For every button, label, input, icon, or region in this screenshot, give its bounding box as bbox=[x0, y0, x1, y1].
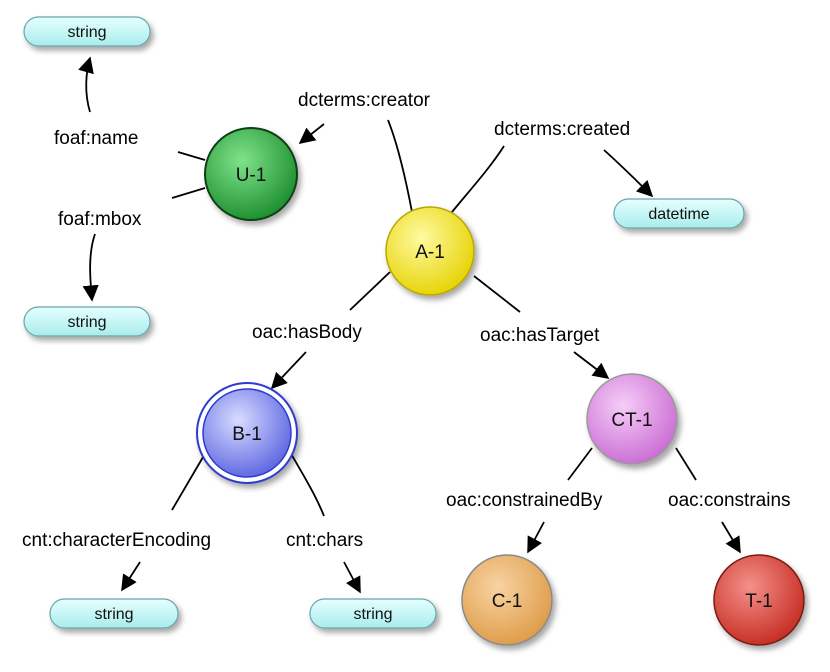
node-a1-circle bbox=[385, 206, 475, 296]
edge-arrow-oac-hasbody bbox=[270, 351, 307, 390]
edge-label-oac-constrainedby: oac:constrainedBy bbox=[446, 490, 603, 511]
node-b1[interactable]: B-1 bbox=[196, 382, 298, 484]
edge-arrow-dcterms-created bbox=[603, 149, 654, 198]
literal-mbox-string[interactable] bbox=[23, 306, 151, 337]
edge-arrow-cnt-characterencoding bbox=[121, 561, 141, 592]
node-c1-circle bbox=[461, 554, 553, 646]
edge-line-dcterms-creator bbox=[387, 119, 413, 213]
node-t1-circle bbox=[713, 554, 805, 646]
node-ct1-circle bbox=[586, 373, 678, 465]
edge-label-dcterms-created: dcterms:created bbox=[494, 119, 630, 140]
literal-pill bbox=[49, 598, 179, 629]
edge-arrow-oac-constrains bbox=[721, 521, 741, 554]
node-a1[interactable]: A-1 bbox=[385, 206, 475, 296]
literal-mbox-string-label: string bbox=[67, 314, 106, 331]
literal-created-datetime[interactable] bbox=[613, 198, 745, 229]
literal-encoding-string-label: string bbox=[94, 606, 133, 623]
edge-arrow-oac-constrainedby bbox=[527, 521, 545, 554]
edge-label-cnt-characterencoding: cnt:characterEncoding bbox=[22, 530, 211, 551]
edge-arrow-foaf-name bbox=[78, 56, 94, 113]
literal-name-string[interactable] bbox=[23, 16, 151, 47]
edge-line-foaf-mbox bbox=[171, 187, 206, 199]
edge-label-oac-hastarget: oac:hasTarget bbox=[480, 325, 600, 346]
edge-line-oac-hastarget bbox=[473, 275, 521, 313]
edge-line-oac-hasbody bbox=[349, 271, 391, 311]
edge-arrow-oac-hastarget bbox=[573, 351, 610, 379]
literal-pill bbox=[23, 16, 151, 47]
edge-label-foaf-mbox: foaf:mbox bbox=[58, 209, 142, 230]
edge-line-oac-constrains bbox=[675, 447, 697, 481]
edge-label-foaf-name: foaf:name bbox=[54, 128, 139, 149]
literal-chars-string-label: string bbox=[353, 606, 392, 623]
node-a1-label: A-1 bbox=[415, 242, 445, 263]
edge-arrow-cnt-chars bbox=[343, 561, 361, 594]
literal-name-string-label: string bbox=[67, 24, 106, 41]
edge-line-oac-constrainedby bbox=[567, 447, 593, 481]
edge-label-oac-hasbody: oac:hasBody bbox=[252, 322, 362, 343]
edge-line-cnt-characterencoding bbox=[171, 451, 207, 511]
node-u1[interactable]: U-1 bbox=[204, 127, 298, 221]
node-ct1[interactable]: CT-1 bbox=[586, 373, 678, 465]
edge-line-cnt-chars bbox=[289, 451, 325, 517]
literal-pill bbox=[23, 306, 151, 337]
edge-arrow-dcterms-creator bbox=[298, 123, 325, 145]
node-b1-label: B-1 bbox=[232, 424, 262, 445]
edge-label-dcterms-creator: dcterms:creator bbox=[298, 90, 431, 111]
node-c1-label: C-1 bbox=[492, 591, 523, 612]
node-t1-label: T-1 bbox=[745, 591, 772, 612]
edge-label-oac-constrains: oac:constrains bbox=[668, 490, 791, 511]
node-ct1-label: CT-1 bbox=[611, 410, 652, 431]
node-c1[interactable]: C-1 bbox=[461, 554, 553, 646]
node-u1-circle bbox=[204, 127, 298, 221]
edge-arrow-foaf-mbox bbox=[82, 233, 99, 302]
node-b1-circle bbox=[202, 388, 292, 478]
edge-line-foaf-name bbox=[177, 151, 206, 161]
node-u1-label: U-1 bbox=[236, 165, 267, 186]
literal-encoding-string[interactable] bbox=[49, 598, 179, 629]
literal-chars-string[interactable] bbox=[309, 598, 437, 629]
node-t1[interactable]: T-1 bbox=[713, 554, 805, 646]
literal-created-datetime-label: datetime bbox=[648, 206, 709, 223]
literal-pill bbox=[309, 598, 437, 629]
edge-label-cnt-chars: cnt:chars bbox=[286, 530, 363, 551]
literal-pill bbox=[613, 198, 745, 229]
edge-line-dcterms-created bbox=[451, 145, 505, 213]
